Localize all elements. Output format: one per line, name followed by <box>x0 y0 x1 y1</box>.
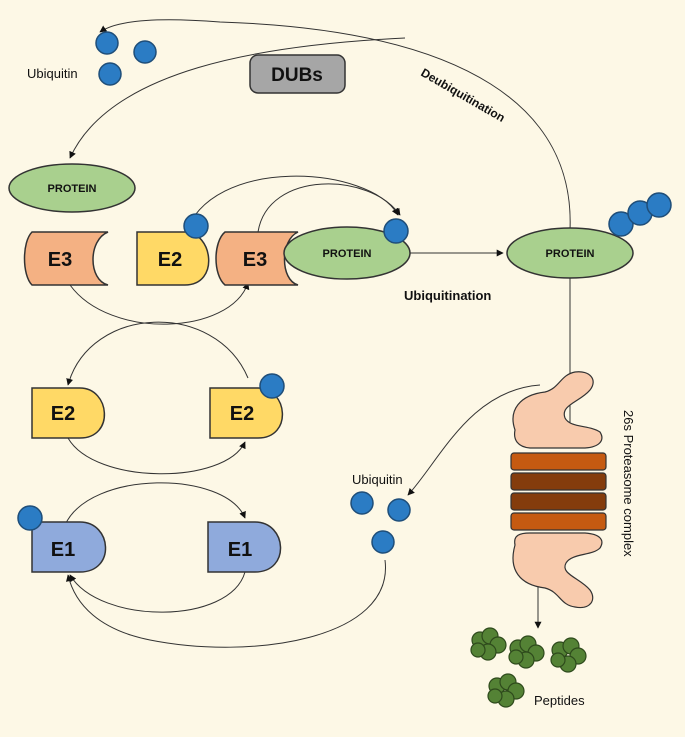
dubs-box <box>249 54 346 94</box>
e2-left-label: E2 <box>51 403 75 425</box>
polyubiquitin-chain <box>608 192 672 237</box>
e1-top-arc <box>64 482 246 526</box>
proteasome-complex <box>510 371 607 609</box>
peptide-blob <box>550 637 587 673</box>
proteasome-bottom-cap <box>512 532 603 609</box>
e2-top-arc <box>66 321 249 386</box>
e3-left <box>23 231 109 286</box>
e2-mid-label: E2 <box>158 249 182 271</box>
ubiquitin-mid-label: Ubiquitin <box>352 472 403 487</box>
e1-left-label: E1 <box>51 539 75 561</box>
deubiquitination-label: Deubiquitination <box>419 65 508 124</box>
ubiquitin-on-e2-mid <box>183 213 209 239</box>
e2-left <box>31 387 106 439</box>
ubiquitin-on-e2-right <box>259 373 285 399</box>
deubiquitination-arrow <box>99 19 571 231</box>
e3-left-label: E3 <box>48 249 72 271</box>
e2-right-label: E2 <box>230 403 254 425</box>
e1-right-label: E1 <box>228 539 252 561</box>
ubiquitin-on-e1-left <box>17 505 43 531</box>
protein-mid <box>283 226 411 280</box>
e3-mid <box>215 231 299 286</box>
peptides-label: Peptides <box>534 693 585 708</box>
e1-bottom-arc <box>69 571 246 613</box>
ubiquitin-cluster-mid <box>350 491 411 554</box>
dubs-label: DUBs <box>271 65 323 86</box>
protein-top-label: PROTEIN <box>48 183 97 195</box>
proteasome-top-cap <box>512 371 603 449</box>
proteasome-to-ubiquitin-arrow <box>407 384 541 496</box>
ubiquitination-label: Ubiquitination <box>404 288 491 303</box>
e2-bottom-arc <box>67 437 246 475</box>
e3-mid-label: E3 <box>243 249 267 271</box>
ubiquitin-cluster-top <box>95 31 157 86</box>
e3-to-protein-arc <box>257 183 401 233</box>
e1-right <box>207 521 282 573</box>
protein-right-label: PROTEIN <box>546 248 595 260</box>
protein-mid-label: PROTEIN <box>323 248 372 260</box>
e2-to-protein-arc <box>184 175 399 236</box>
deubiq-to-protein-arrow <box>69 37 406 159</box>
ubiquitin-on-protein-mid <box>383 218 409 244</box>
e3-recycle-arc <box>69 282 250 325</box>
protein-top <box>8 163 136 213</box>
proteasome-label: 26s Proteasome complex <box>621 410 636 557</box>
peptides <box>470 627 587 708</box>
ubiquitin-top-label: Ubiquitin <box>27 66 78 81</box>
peptide-blob <box>508 635 545 669</box>
e1-left <box>31 521 107 573</box>
peptide-blob <box>470 627 507 661</box>
ubiquitin-recycle-arrow <box>66 559 386 648</box>
protein-right <box>506 227 634 279</box>
peptide-blob <box>487 673 525 708</box>
